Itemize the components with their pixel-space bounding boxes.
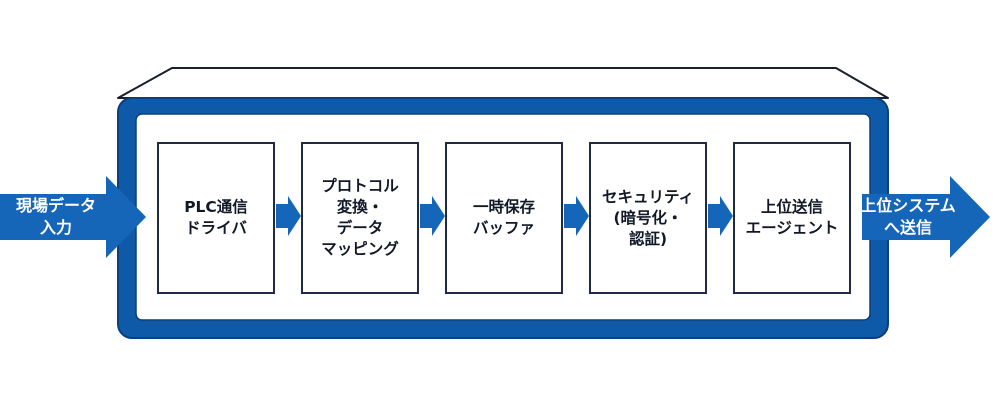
output-arrow — [862, 176, 990, 258]
stage-label: 一時保存 バッファ — [472, 198, 535, 237]
input-arrow — [0, 176, 146, 258]
enclosure-top-face — [117, 67, 889, 99]
stage-plc-driver: PLC通信 ドライバ — [157, 142, 275, 294]
connector-arrow-3 — [564, 196, 589, 236]
stage-label: セキュリティ (暗号化・ 認証) — [601, 187, 695, 248]
input-label: 現場データ 入力 — [15, 196, 96, 237]
stage-label: PLC通信 ドライバ — [184, 198, 248, 237]
stage-temp-buffer: 一時保存 バッファ — [445, 142, 563, 294]
stage-label: 上位送信 エージェント — [745, 198, 839, 237]
connector-arrow-4 — [708, 196, 733, 236]
stage-upstream-agent: 上位送信 エージェント — [733, 142, 851, 294]
stage-security: セキュリティ (暗号化・ 認証) — [589, 142, 707, 294]
connector-arrow-1 — [276, 196, 301, 236]
output-label: 上位システム へ送信 — [860, 196, 956, 237]
connector-arrow-2 — [420, 196, 445, 236]
stage-protocol-conversion: プロトコル 変換・ データ マッピング — [301, 142, 419, 294]
stage-label: プロトコル 変換・ データ マッピング — [321, 177, 399, 258]
